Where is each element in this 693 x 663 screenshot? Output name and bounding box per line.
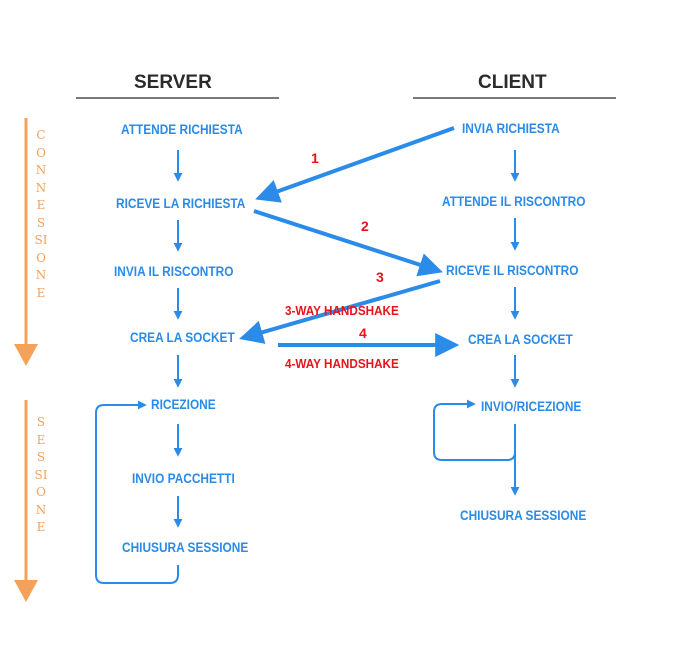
server-step-attende-richiesta: ATTENDE RICHIESTA <box>121 122 243 137</box>
message-arrow-1 <box>255 126 455 203</box>
client-header: CLIENT <box>478 72 547 93</box>
client-step-crea-la-socket: CREA LA SOCKET <box>468 332 573 347</box>
client-header-rule <box>413 97 616 99</box>
server-step-chiusura-sessione: CHIUSURA SESSIONE <box>122 540 249 555</box>
connection-phase-label: CONNESSIONE <box>34 128 48 300</box>
message-arrow-2 <box>253 209 443 277</box>
session-phase-arrowhead <box>14 580 38 602</box>
server-header: SERVER <box>134 72 212 93</box>
client-step-chiusura-sessione: CHIUSURA SESSIONE <box>460 508 587 523</box>
client-step-riceve-il-riscontro: RICEVE IL RISCONTRO <box>446 263 579 278</box>
message-number-4: 4 <box>359 325 367 341</box>
server-step-invio-pacchetti: INVIO PACCHETTI <box>132 471 235 486</box>
message-number-3: 3 <box>376 269 384 285</box>
server-step-riceve-la-richiesta: RICEVE LA RICHIESTA <box>116 196 246 211</box>
client-session-loop <box>433 399 516 461</box>
server-header-rule <box>76 97 279 99</box>
server-step-invia-il-riscontro: INVIA IL RISCONTRO <box>114 264 234 279</box>
client-step-attende-il-riscontro: ATTENDE IL RISCONTRO <box>442 194 586 209</box>
client-step-invio-ricezione: INVIO/RICEZIONE <box>481 399 582 414</box>
four-way-handshake-label: 4-WAY HANDSHAKE <box>285 356 399 371</box>
message-number-1: 1 <box>311 150 319 166</box>
server-step-crea-la-socket: CREA LA SOCKET <box>130 330 235 345</box>
client-step-invia-richiesta: INVIA RICHIESTA <box>462 121 560 136</box>
session-phase-label: SESSIONE <box>34 415 48 534</box>
message-arrow-3 <box>239 279 441 344</box>
message-number-2: 2 <box>361 218 369 234</box>
connection-phase-arrowhead <box>14 344 38 366</box>
server-session-loop <box>95 400 179 584</box>
three-way-handshake-label: 3-WAY HANDSHAKE <box>285 303 399 318</box>
server-step-ricezione: RICEZIONE <box>151 397 216 412</box>
